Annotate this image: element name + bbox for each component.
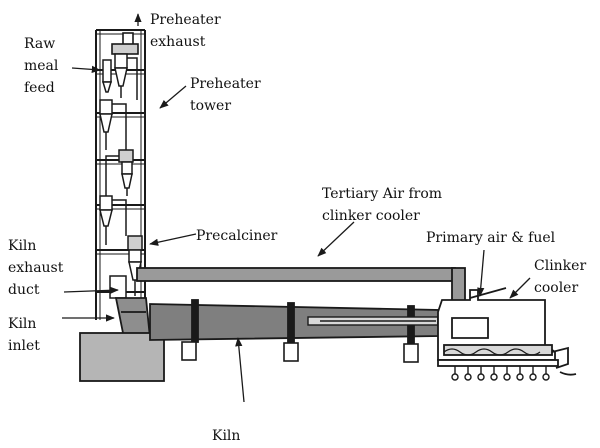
tower-base <box>79 332 165 382</box>
cyclone-stage-2 <box>99 99 127 150</box>
leader-lines <box>62 13 531 403</box>
clinker-cooler <box>437 287 577 376</box>
arrow-kiln-exhaust-duct <box>63 286 119 294</box>
label-raw-meal-feed: Raw meal feed <box>24 36 63 96</box>
arrow-precalciner <box>149 233 197 246</box>
label-kiln: Kiln <box>212 428 240 444</box>
label-clinker-cooler: Clinker cooler <box>534 258 591 296</box>
arrow-preheater-tower <box>159 85 187 109</box>
arrow-primary-air-fuel <box>477 249 485 297</box>
preheater-tower-frame <box>95 29 146 320</box>
arrow-clinker-cooler <box>509 277 531 299</box>
label-precalciner: Precalciner <box>196 228 278 244</box>
label-primary-air-fuel: Primary air & fuel <box>426 230 556 246</box>
kiln-supports <box>181 341 419 363</box>
arrow-tertiary-air <box>317 221 355 257</box>
arrow-raw-meal-feed <box>71 65 101 74</box>
arrow-kiln <box>235 337 245 403</box>
cooler-fans <box>451 366 550 381</box>
label-tertiary-air: Tertiary Air from clinker cooler <box>322 186 447 224</box>
precalciner-vessel <box>127 235 143 296</box>
cyclone-stage-3 <box>105 149 134 196</box>
label-preheater-tower: Preheater tower <box>190 76 265 114</box>
label-preheater-exhaust: Preheater exhaust <box>150 12 225 50</box>
preheater-exhaust-stack <box>111 32 139 55</box>
cyclone-stage-1 <box>101 53 138 100</box>
label-kiln-inlet: Kiln inlet <box>8 316 41 354</box>
label-kiln-exhaust-duct: Kiln exhaust duct <box>8 238 68 298</box>
cyclone-stage-4 <box>99 195 127 245</box>
kiln-inlet-housing <box>114 297 151 339</box>
